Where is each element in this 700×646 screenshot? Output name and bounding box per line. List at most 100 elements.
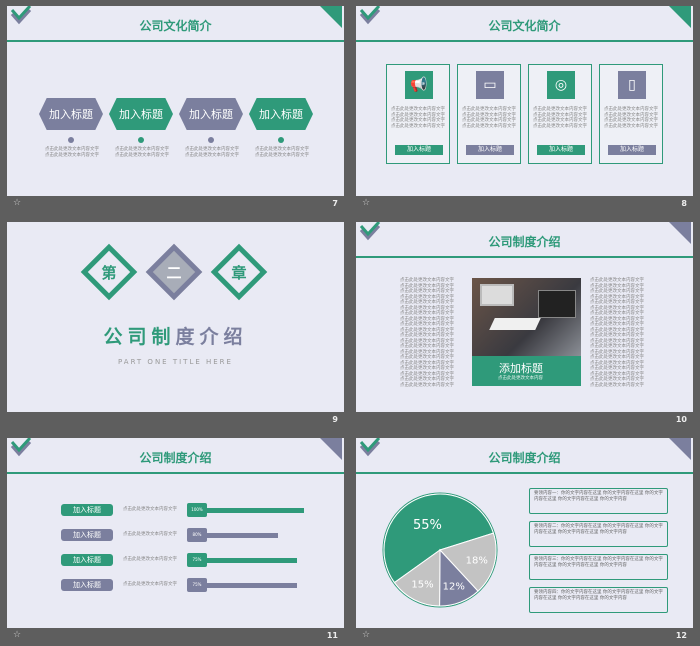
text-box[interactable]: 要领内容一：你的文字内容在这里 你的文字内容在这里 你的文字内容在这里 你的文字…	[529, 488, 668, 514]
slide-title: 公司制度介绍	[139, 451, 212, 465]
percent-badge: 80%	[187, 528, 207, 542]
section-subtitle: PART ONE TITLE HERE	[118, 358, 233, 366]
slide-footer: 9	[7, 414, 344, 428]
dot-marker	[68, 137, 74, 143]
slide-number: 12	[675, 631, 687, 640]
progress-bar	[205, 533, 278, 538]
feature-card[interactable]: 📢 点击此处更改文本内容文字点击此处更改文本内容文字点击此处更改文本内容文字点击此…	[386, 64, 450, 164]
row-text: 点击此处更改文本内容文字	[123, 507, 177, 512]
dot-marker	[208, 137, 214, 143]
corner-deco-icon	[669, 222, 691, 244]
slide-10[interactable]: 公司制度介绍 点击此处更改文本内容文字点击此处更改文本内容文字点击此处更改文本内…	[356, 222, 693, 412]
door-icon: ▯	[618, 71, 646, 99]
header-divider	[356, 40, 693, 42]
caption-sub: 点击此处更改文本内容	[498, 376, 543, 381]
slide-number: 7	[332, 199, 338, 208]
slide-8[interactable]: 公司文化简介 📢 点击此处更改文本内容文字点击此处更改文本内容文字点击此处更改文本…	[356, 6, 693, 196]
monitor-icon: ▭	[476, 71, 504, 99]
megaphone-icon: 📢	[405, 71, 433, 99]
row-text: 点击此处更改文本内容文字	[123, 582, 177, 587]
dot-marker	[278, 137, 284, 143]
card-button[interactable]: 加入标题	[608, 145, 656, 155]
feature-card[interactable]: ◎点击此处更改文本内容文字点击此处更改文本内容文字点击此处更改文本内容文字点击此…	[528, 64, 592, 164]
slide-9[interactable]: 第 二 章 公司制度介绍 PART ONE TITLE HERE	[7, 222, 344, 412]
slide-7[interactable]: 公司文化简介 加入标题点击此处更改文本内容文字点击此处更改文本内容文字 加入标题点…	[7, 6, 344, 196]
pie-label: 18%	[466, 556, 488, 567]
down-arrow-icon	[264, 60, 298, 96]
chevron-deco-icon	[359, 6, 381, 25]
slide-title: 公司文化简介	[488, 19, 561, 33]
pie-slice	[393, 549, 441, 607]
caption-title: 添加标题	[499, 362, 543, 375]
corner-deco-icon	[669, 6, 691, 28]
progress-bar	[205, 583, 297, 588]
row-label[interactable]: 加入标题	[61, 554, 113, 566]
hex-title[interactable]: 加入标题	[249, 98, 313, 130]
star-icon: ☆	[362, 630, 371, 640]
row-label[interactable]: 加入标题	[61, 529, 113, 541]
card-text: 点击此处更改文本内容文字点击此处更改文本内容文字点击此处更改文本内容文字点击此处…	[533, 107, 587, 129]
slide-title: 公司文化简介	[139, 19, 212, 33]
text-box[interactable]: 要领内容二：你的文字内容在这里 你的文字内容在这里 你的文字内容在这里 你的文字…	[529, 521, 668, 547]
slide-footer: ☆ 12	[356, 630, 693, 644]
slide-title: 公司制度介绍	[488, 235, 561, 249]
item-text: 点击此处更改文本内容文字点击此处更改文本内容文字	[115, 147, 169, 158]
pie-label: 12%	[443, 581, 465, 592]
text-box[interactable]: 要领内容四：你的文字内容在这里 你的文字内容在这里 你的文字内容在这里 你的文字…	[529, 587, 668, 613]
chapter-char: 章	[231, 264, 247, 282]
text-column: 点击此处更改文本内容文字点击此处更改文本内容文字点击此处更改文本内容文字点击此处…	[590, 278, 644, 388]
header-divider	[356, 472, 693, 474]
chevron-deco-icon	[10, 6, 32, 25]
photo-laptop	[472, 278, 581, 356]
row-label[interactable]: 加入标题	[61, 579, 113, 591]
chapter-char: 第	[101, 264, 117, 282]
card-button[interactable]: 加入标题	[395, 145, 443, 155]
star-icon: ☆	[13, 630, 22, 640]
text-box[interactable]: 要领内容三：你的文字内容在这里 你的文字内容在这里 你的文字内容在这里 你的文字…	[529, 554, 668, 580]
row-text: 点击此处更改文本内容文字	[123, 532, 177, 537]
slide-number: 9	[332, 415, 338, 424]
card-text: 点击此处更改文本内容文字点击此处更改文本内容文字点击此处更改文本内容文字点击此处…	[462, 107, 516, 129]
chapter-char: 二	[166, 264, 182, 282]
percent-badge: 100%	[187, 503, 207, 517]
header-divider	[7, 472, 344, 474]
item-text: 点击此处更改文本内容文字点击此处更改文本内容文字	[255, 147, 309, 158]
chevron-deco-icon	[10, 438, 32, 457]
slide-footer: ☆ 8	[356, 198, 693, 212]
chevron-deco-icon	[359, 438, 381, 457]
slide-12[interactable]: 公司制度介绍 55%18%12%15% 要领内容一：你的文字内容在这里 你的文字…	[356, 438, 693, 628]
section-title: 公司制度介绍	[103, 326, 248, 348]
card-button[interactable]: 加入标题	[466, 145, 514, 155]
feature-card[interactable]: ▭ 点击此处更改文本内容文字点击此处更改文本内容文字点击此处更改文本内容文字点击此…	[457, 64, 521, 164]
header-divider	[356, 256, 693, 258]
keyboard-image	[489, 318, 541, 330]
hex-title[interactable]: 加入标题	[179, 98, 243, 130]
down-arrow-icon	[124, 60, 158, 96]
pie-label: 15%	[411, 580, 433, 591]
item-text: 点击此处更改文本内容文字点击此处更改文本内容文字	[185, 147, 239, 158]
item-text: 点击此处更改文本内容文字点击此处更改文本内容文字	[45, 147, 99, 158]
slide-number: 11	[326, 631, 338, 640]
row-label[interactable]: 加入标题	[61, 504, 113, 516]
slide-footer: 10	[356, 414, 693, 428]
card-button[interactable]: 加入标题	[537, 145, 585, 155]
slide-footer: ☆ 11	[7, 630, 344, 644]
corner-deco-icon	[320, 438, 342, 460]
dot-marker	[138, 137, 144, 143]
pie-slice	[383, 493, 495, 584]
chevron-deco-icon	[359, 222, 381, 241]
feature-card[interactable]: ▯点击此处更改文本内容文字点击此处更改文本内容文字点击此处更改文本内容文字点击此…	[599, 64, 663, 164]
monitor-image	[480, 284, 514, 306]
text-column: 点击此处更改文本内容文字点击此处更改文本内容文字点击此处更改文本内容文字点击此处…	[400, 278, 454, 388]
corner-deco-icon	[669, 438, 691, 460]
card-text: 点击此处更改文本内容文字点击此处更改文本内容文字点击此处更改文本内容文字点击此处…	[391, 107, 445, 129]
slide-number: 10	[675, 415, 687, 424]
header-divider	[7, 40, 344, 42]
laptop-image	[538, 290, 576, 318]
pie-slice	[439, 532, 497, 592]
down-arrow-icon	[194, 60, 228, 96]
hex-title[interactable]: 加入标题	[39, 98, 103, 130]
hex-title[interactable]: 加入标题	[109, 98, 173, 130]
progress-bar	[205, 558, 297, 563]
